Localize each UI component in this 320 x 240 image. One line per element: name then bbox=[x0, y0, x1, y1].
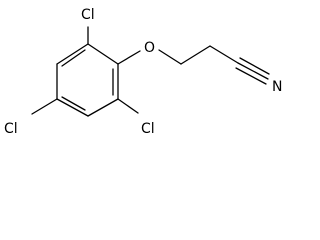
bond-ring-cl-left bbox=[31, 98, 58, 115]
ring-bond bbox=[87, 98, 119, 117]
ring-double-bond bbox=[61, 49, 86, 67]
nitrile-triple-bond bbox=[239, 57, 270, 75]
ring-bond bbox=[56, 98, 89, 117]
atom-label-cl-bottom: Cl bbox=[141, 121, 155, 136]
bond-ring-cl-bottom bbox=[117, 98, 139, 114]
ring-double-bond bbox=[61, 96, 86, 111]
bond-ch2-ch2 bbox=[180, 45, 211, 65]
ring-bond bbox=[87, 43, 119, 65]
atom-label-cl-left: Cl bbox=[4, 121, 18, 136]
bond-oxygen-ch2 bbox=[158, 49, 182, 65]
atom-label-oxygen: O bbox=[144, 40, 155, 56]
nitrile-triple-bond bbox=[237, 62, 269, 80]
structure-diagram: Cl Cl Cl O N bbox=[4, 7, 283, 136]
nitrile-triple-bond bbox=[235, 67, 267, 85]
molecule-drawing: Cl Cl Cl O N bbox=[4, 7, 282, 136]
atom-label-cl-top: Cl bbox=[81, 7, 95, 23]
bond-ring-oxygen bbox=[117, 50, 141, 65]
ring-bond bbox=[56, 43, 89, 65]
bond-ch2-cn bbox=[209, 45, 239, 64]
atom-label-nitrogen: N bbox=[272, 79, 282, 95]
bonds bbox=[31, 26, 270, 117]
